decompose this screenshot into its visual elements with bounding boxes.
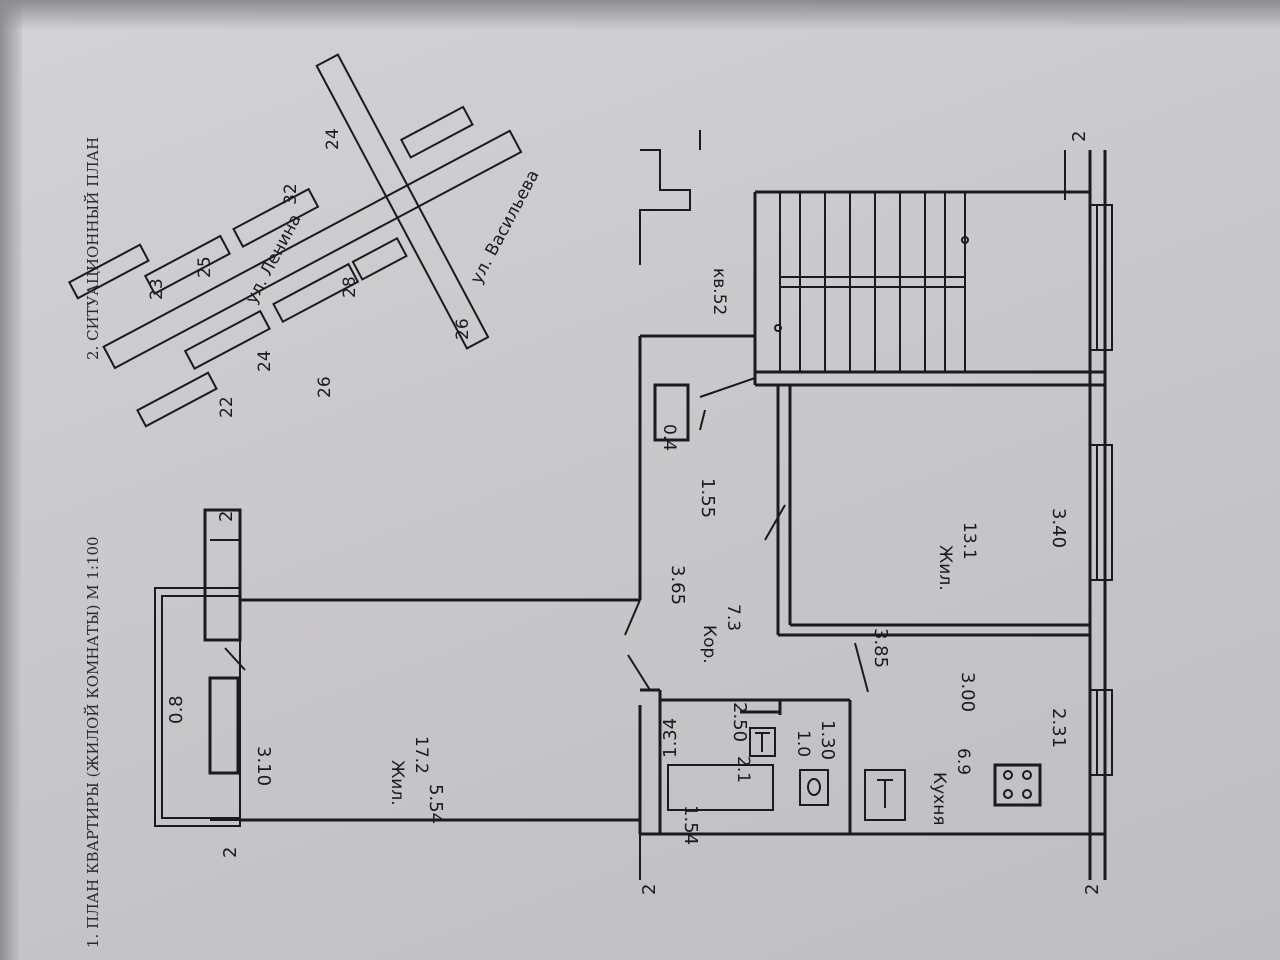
room-corridor-area: 7.3	[723, 604, 743, 631]
room-kitchen-name: Кухня	[929, 772, 949, 826]
room-living-big-area: 17.2	[411, 736, 431, 774]
staircase	[774, 192, 969, 372]
closet-box	[653, 383, 690, 442]
section-mark-bottom: 2	[639, 884, 660, 895]
section-mark-left: 2	[220, 847, 241, 858]
dim-310: 3.10	[253, 746, 274, 786]
bathroom-fixtures	[667, 727, 829, 811]
dim-554: 5.54	[425, 784, 446, 824]
dim-154: 1.54	[680, 805, 701, 845]
building-24a: 24	[255, 350, 275, 372]
situation-plan	[68, 53, 523, 428]
room-bath-area: 2.1	[733, 756, 753, 783]
street-vasiliyeva-label: ул. Васильева	[467, 167, 544, 288]
dim-134: 1.34	[660, 718, 681, 758]
room-living-small-area: 13.1	[959, 522, 979, 560]
dim-340: 3.40	[1048, 508, 1069, 548]
section-mark-top: 2	[216, 511, 237, 522]
dim-08: 0.8	[166, 695, 187, 724]
kitchen-fixtures	[864, 763, 1042, 821]
key-symbol	[639, 149, 691, 265]
dim-300: 3.00	[957, 672, 978, 712]
room-wc-area: 1.0	[793, 730, 813, 757]
exterior-walls	[240, 150, 1107, 880]
building-26b: 26	[453, 318, 473, 340]
plan-title-caption: 1. ПЛАН КВАРТИРЫ (ЖИЛОЙ КОМНАТЫ) М 1:100	[83, 536, 102, 948]
sheet-top-shadow	[0, 0, 1280, 30]
building-26a: 26	[315, 376, 335, 398]
section-mark-bottom-right: 2	[1082, 884, 1103, 895]
windows	[1089, 204, 1113, 776]
building-32: 32	[281, 183, 301, 205]
room-corridor-name: Кор.	[699, 625, 719, 664]
building-28: 28	[340, 276, 360, 298]
balcony	[154, 508, 242, 827]
room-closet-area: 0.4	[659, 424, 679, 451]
building-22: 22	[217, 396, 237, 418]
dim-385: 3.85	[870, 628, 891, 668]
section-mark-top-right: 2	[1069, 131, 1090, 142]
apartment-label: кв.52	[709, 268, 729, 315]
dim-155: 1.55	[697, 478, 718, 518]
sheet-edge-shadow	[0, 0, 22, 960]
dim-231: 2.31	[1048, 708, 1069, 748]
room-living-big-name: Жил.	[387, 760, 407, 806]
room-living-small-name: Жил.	[935, 545, 955, 591]
building-23: 23	[147, 278, 167, 300]
section-lines	[210, 150, 1106, 880]
interior-walls	[624, 370, 1105, 834]
dim-130: 1.30	[817, 720, 838, 760]
building-24b: 24	[323, 128, 343, 150]
dim-365: 3.65	[667, 565, 688, 605]
dim-250: 2.50	[729, 702, 750, 742]
building-25: 25	[195, 256, 215, 278]
room-kitchen-area: 6.9	[953, 748, 973, 775]
situation-title-caption: 2. СИТУАЦИОННЫЙ ПЛАН	[83, 137, 102, 360]
